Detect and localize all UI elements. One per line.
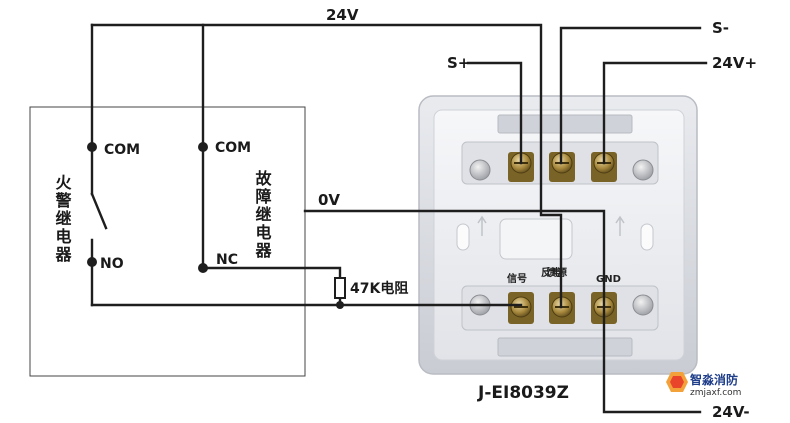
mount-screw-icon <box>469 159 491 181</box>
module-panel <box>418 95 698 375</box>
terminal-label-signal: 信号 <box>507 272 527 285</box>
wire-0v <box>303 209 702 414</box>
label-0v: 0V <box>318 191 340 209</box>
label-24v-plus: 24V+ <box>712 54 757 72</box>
fault-com-label: COM <box>215 140 251 156</box>
label-s-minus: S- <box>712 19 729 37</box>
wires <box>90 23 708 414</box>
mount-screw-icon <box>632 159 654 181</box>
fire-com-label: COM <box>104 142 140 158</box>
watermark: 智淼消防 zmjaxf.com <box>666 372 741 398</box>
fire-no-label: NO <box>100 256 124 272</box>
wire-nc-resistor <box>201 266 342 280</box>
wire-24v-plus <box>602 61 708 165</box>
watermark-url: zmjaxf.com <box>690 388 741 398</box>
label-24v-minus: 24V- <box>712 403 750 421</box>
junction-dot <box>336 301 344 309</box>
fire-relay-label: 火警继电器 <box>53 174 73 264</box>
junction-dot <box>87 142 97 152</box>
fire-relay-switch <box>90 192 108 230</box>
terminal-label-feedback: 反馈电源 <box>541 266 567 279</box>
resistor-label: 47K电阻 <box>350 280 408 297</box>
junction-dot <box>87 257 97 267</box>
relay-box <box>29 106 306 377</box>
junction-dot <box>198 263 208 273</box>
wire-24v <box>90 23 563 309</box>
mount-screw-icon <box>632 294 654 316</box>
wire-s-minus <box>559 26 702 165</box>
terminal-signal-icon[interactable] <box>508 292 534 324</box>
wire-s-plus <box>466 61 523 165</box>
watermark-brand: 智淼消防 <box>689 372 738 387</box>
fault-nc-label: NC <box>216 252 238 268</box>
junction-dot <box>198 142 208 152</box>
fault-relay-label: 故障继电器 <box>253 169 273 260</box>
label-24v: 24V <box>326 6 359 24</box>
terminal-label-gnd: GND <box>596 274 621 285</box>
module-model-label: J-EI8039Z <box>477 383 569 403</box>
label-s-plus: S+ <box>447 54 470 72</box>
resistor-icon <box>334 277 346 299</box>
